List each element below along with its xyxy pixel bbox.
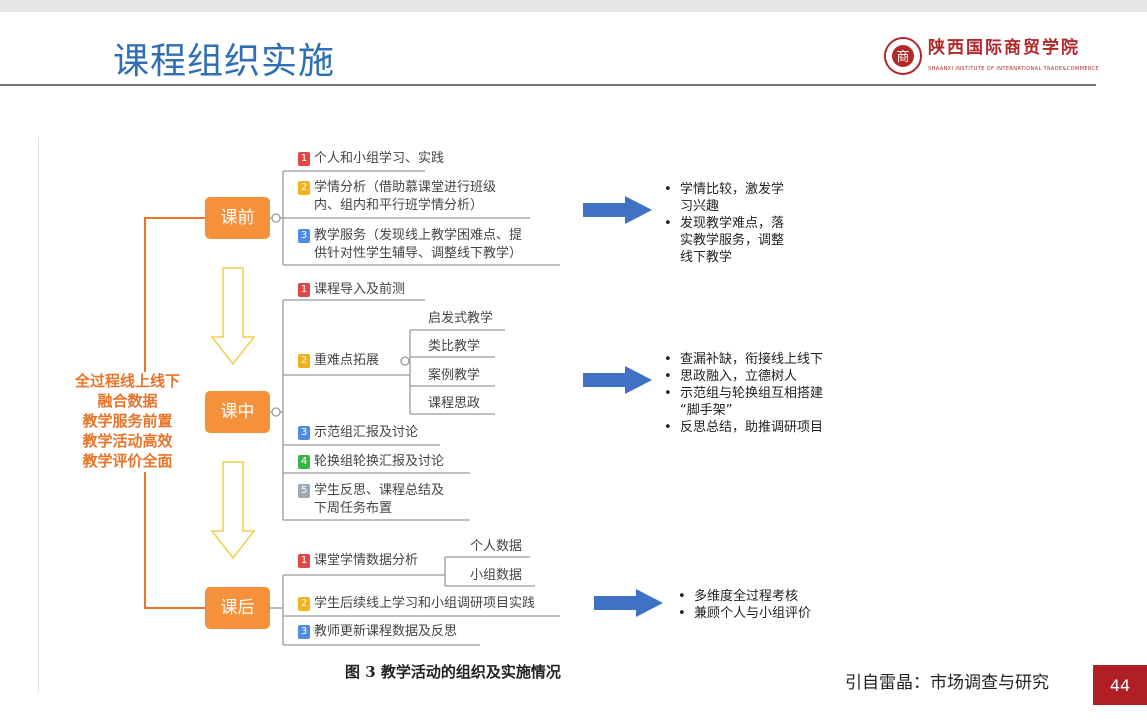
branch-item: 3 示范组汇报及讨论 — [298, 424, 418, 442]
sub-item: 个人数据 — [470, 539, 523, 554]
bullet-cont: 实教学服务，调整 — [680, 233, 785, 248]
item-text: 学情分析（借助慕课堂进行班级 — [314, 180, 497, 195]
summary-line: 教学评价全面 — [82, 452, 173, 470]
summary-line: 教学服务前置 — [82, 412, 173, 430]
number-badge: 2 — [298, 597, 310, 611]
item-text: 个人和小组学习、实践 — [314, 151, 445, 166]
number-badge: 5 — [298, 484, 310, 498]
number-badge: 3 — [298, 625, 310, 639]
number-badge: 2 — [298, 181, 310, 195]
page-number: 44 — [1093, 665, 1147, 705]
branch-item: 2 重难点拓展 — [298, 352, 379, 370]
number-badge: 4 — [298, 455, 310, 469]
svg-text:商: 商 — [896, 50, 909, 65]
sub-item: 启发式教学 — [428, 311, 494, 326]
bullet: 查漏补缺，衔接线上线下 — [662, 351, 823, 368]
bullet: 学情比较，激发学 — [662, 181, 784, 198]
bullet: 反思总结，助推调研项目 — [662, 419, 823, 436]
citation: 引自雷晶：市场调查与研究 — [845, 673, 1049, 693]
number-badge: 1 — [298, 283, 310, 297]
pre-outcomes: 学情比较，激发学 习兴趣 发现教学难点，落 实教学服务，调整 线下教学 — [662, 181, 784, 266]
phase-in-class: 课中 — [205, 391, 270, 433]
college-name-en: SHAANXI INSTITUTE OF INTERNATIONAL TRADE… — [928, 66, 1099, 72]
summary-line: 融合数据 — [97, 392, 158, 410]
sub-item: 类比教学 — [428, 339, 481, 354]
number-badge: 3 — [298, 229, 310, 243]
branch-item: 2 学情分析（借助慕课堂进行班级内、组内和平行班学情分析） — [298, 179, 496, 215]
title-divider — [0, 84, 1096, 86]
in-outcomes: 查漏补缺，衔接线上线下 思政融入，立德树人 示范组与轮换组互相搭建 “脚手架” … — [662, 351, 823, 436]
down-arrow-icon — [210, 267, 256, 560]
bullet-cont: 线下教学 — [680, 250, 733, 265]
bullet: 发现教学难点，落 — [662, 215, 784, 232]
branch-item: 3 教师更新课程数据及反思 — [298, 623, 457, 641]
item-text: 教师更新课程数据及反思 — [314, 624, 458, 639]
item-text: 轮换组轮换汇报及讨论 — [314, 454, 445, 469]
center-summary: 全过程线上线下 融合数据 教学服务前置 教学活动高效 教学评价全面 — [55, 371, 200, 471]
branch-item: 4 轮换组轮换汇报及讨论 — [298, 453, 444, 471]
item-text: 内、组内和平行班学情分析） — [314, 198, 484, 213]
item-text: 学生后续线上学习和小组调研项目实践 — [314, 596, 536, 611]
bullet: 多维度全过程考核 — [676, 588, 811, 605]
branch-item: 2 学生后续线上学习和小组调研项目实践 — [298, 595, 535, 613]
branch-item: 1 课堂学情数据分析 — [298, 552, 418, 570]
number-badge: 3 — [298, 426, 310, 440]
number-badge: 1 — [298, 554, 310, 568]
bullet: 示范组与轮换组互相搭建 — [662, 385, 823, 402]
sub-item: 课程思政 — [428, 396, 481, 411]
summary-line: 全过程线上线下 — [74, 372, 180, 390]
branch-item: 5 学生反思、课程总结及下周任务布置 — [298, 482, 444, 518]
bullet-cont: 习兴趣 — [680, 199, 720, 214]
sub-item: 案例教学 — [428, 368, 481, 383]
number-badge: 1 — [298, 152, 310, 166]
number-badge: 2 — [298, 354, 310, 368]
sub-item: 小组数据 — [470, 568, 523, 583]
item-text: 示范组汇报及讨论 — [314, 425, 419, 440]
summary-line: 教学活动高效 — [82, 432, 173, 450]
college-name: 陕西国际商贸学院 — [928, 38, 1080, 58]
bullet-cont: “脚手架” — [680, 403, 733, 418]
college-seal-icon: 商 — [884, 37, 922, 75]
figure — [38, 137, 1061, 692]
slide-title: 课程组织实施 — [113, 41, 336, 82]
item-text: 学生反思、课程总结及 — [314, 483, 445, 498]
item-text: 重难点拓展 — [314, 353, 380, 368]
phase-pre-class: 课前 — [205, 197, 270, 239]
phase-post-class: 课后 — [205, 587, 270, 629]
branch-item: 3 教学服务（发现线上教学困难点、提供针对性学生辅导、调整线下教学） — [298, 227, 522, 263]
item-text: 课堂学情数据分析 — [314, 553, 419, 568]
item-text: 教学服务（发现线上教学困难点、提 — [314, 228, 523, 243]
branch-item: 1 个人和小组学习、实践 — [298, 150, 444, 168]
post-outcomes: 多维度全过程考核 兼顾个人与小组评价 — [676, 588, 811, 622]
top-bar — [0, 0, 1147, 12]
right-arrow-icon — [583, 196, 663, 617]
bullet: 思政融入，立德树人 — [662, 368, 823, 385]
branch-item: 1 课程导入及前测 — [298, 281, 405, 299]
item-text: 下周任务布置 — [314, 501, 393, 516]
figure-caption: 图 3 教学活动的组织及实施情况 — [345, 663, 561, 681]
item-text: 课程导入及前测 — [314, 282, 406, 297]
bullet: 兼顾个人与小组评价 — [676, 605, 811, 622]
item-text: 供针对性学生辅导、调整线下教学） — [314, 246, 523, 261]
